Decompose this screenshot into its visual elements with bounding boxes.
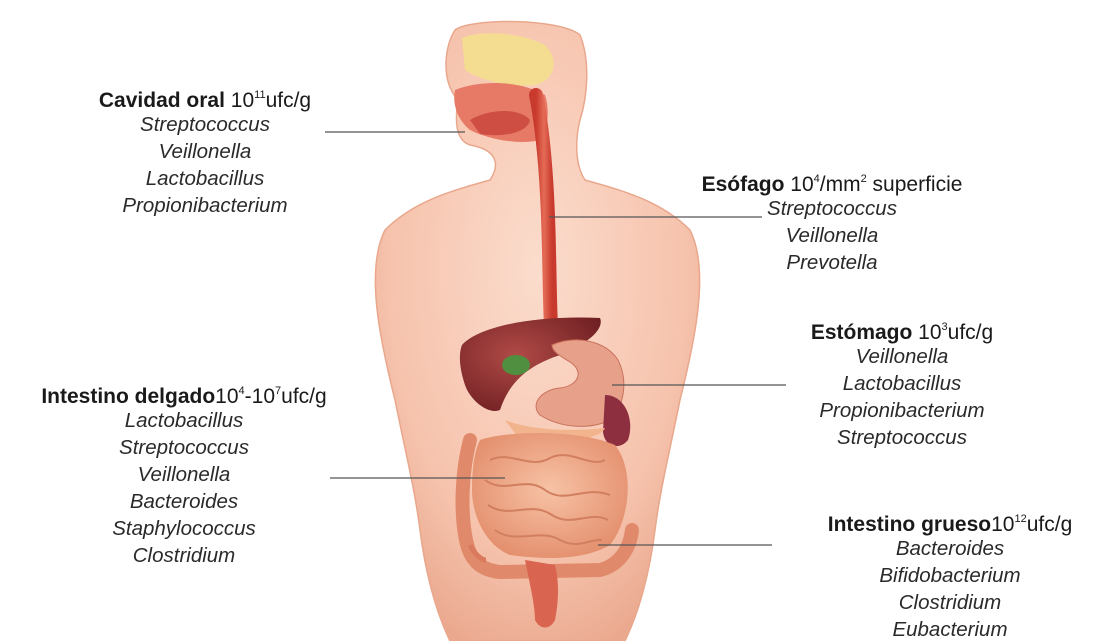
organism: Propionibacterium <box>786 397 1018 424</box>
region-name: Esófago <box>702 173 785 196</box>
organism: Bacteroides <box>798 535 1102 562</box>
region-heading: Estómago 103ufc/g <box>786 322 1018 343</box>
count-base: 10 <box>991 513 1014 536</box>
region-heading: Intestino grueso1012ufc/g <box>798 514 1102 535</box>
organism: Veillonella <box>64 138 346 165</box>
organism: Streptococcus <box>672 195 992 222</box>
organism: Veillonella <box>8 461 360 488</box>
count-unit: /mm <box>820 173 861 196</box>
count-base: 10 <box>918 321 941 344</box>
organism: Staphylococcus <box>8 515 360 542</box>
organism: Clostridium <box>8 542 360 569</box>
organism: Lactobacillus <box>786 370 1018 397</box>
label-esofago: Esófago 104/mm2 superficie Streptococcus… <box>672 174 992 276</box>
region-heading: Esófago 104/mm2 superficie <box>672 174 992 195</box>
count-base: 10 <box>215 385 238 408</box>
region-heading: Cavidad oral 1011ufc/g <box>64 90 346 111</box>
organism: Streptococcus <box>8 434 360 461</box>
count-range-separator: - <box>245 385 252 408</box>
count-base-2: 10 <box>252 385 275 408</box>
label-intestino-grueso: Intestino grueso1012ufc/g Bacteroides Bi… <box>798 514 1102 643</box>
region-name: Cavidad oral <box>99 89 225 112</box>
count-exponent: 12 <box>1014 513 1026 525</box>
organism: Lactobacillus <box>64 165 346 192</box>
organism: Streptococcus <box>64 111 346 138</box>
count-unit: ufc/g <box>1027 513 1073 536</box>
count-unit: ufc/g <box>281 385 327 408</box>
count-base: 10 <box>790 173 813 196</box>
organism: Lactobacillus <box>8 407 360 434</box>
count-base: 10 <box>231 89 254 112</box>
organism: Clostridium <box>798 589 1102 616</box>
organism: Bifidobacterium <box>798 562 1102 589</box>
label-intestino-delgado: Intestino delgado104-107ufc/g Lactobacil… <box>8 386 360 569</box>
organism: Veillonella <box>672 222 992 249</box>
small-intestine <box>472 433 628 558</box>
gallbladder <box>502 355 530 375</box>
organism: Bacteroides <box>8 488 360 515</box>
label-estomago: Estómago 103ufc/g Veillonella Lactobacil… <box>786 322 1018 451</box>
count-unit: ufc/g <box>266 89 312 112</box>
region-name: Estómago <box>811 321 913 344</box>
organism: Streptococcus <box>786 424 1018 451</box>
region-name: Intestino delgado <box>41 385 215 408</box>
region-name: Intestino grueso <box>828 513 991 536</box>
organism: Eubacterium <box>798 616 1102 643</box>
count-unit-suffix: superficie <box>867 173 963 196</box>
count-unit: ufc/g <box>948 321 994 344</box>
region-heading: Intestino delgado104-107ufc/g <box>8 386 360 407</box>
organism: Prevotella <box>672 249 992 276</box>
label-cavidad-oral: Cavidad oral 1011ufc/g Streptococcus Vei… <box>64 90 346 219</box>
organism: Veillonella <box>786 343 1018 370</box>
organism: Propionibacterium <box>64 192 346 219</box>
count-exponent: 11 <box>254 89 265 101</box>
